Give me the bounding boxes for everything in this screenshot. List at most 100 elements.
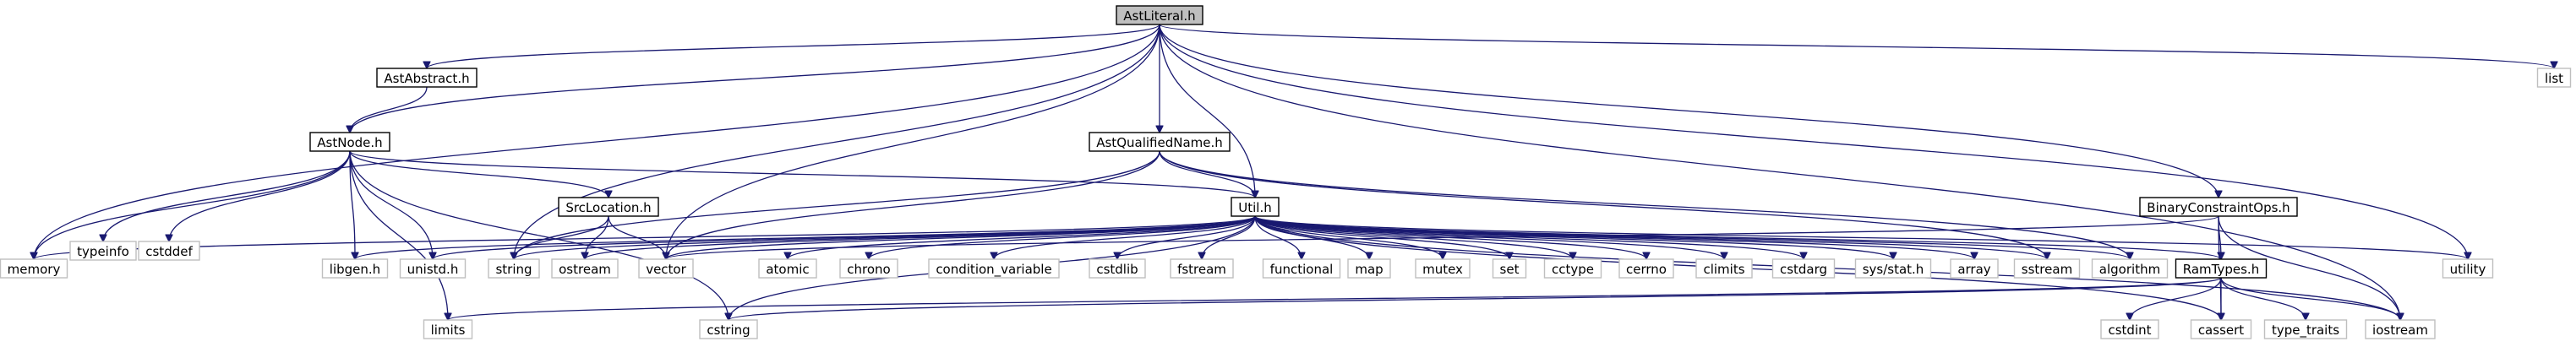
- node-box: [1492, 258, 1527, 279]
- node-box: [2190, 319, 2252, 339]
- node-box: [399, 258, 467, 279]
- edge-astliteral-to-memory: [34, 24, 1160, 259]
- edge-util-to-atomic: [788, 215, 1256, 260]
- node-label: memory: [8, 262, 61, 277]
- node-label: map: [1355, 262, 1383, 277]
- node-box: [1771, 258, 1836, 279]
- node-box: [638, 258, 694, 279]
- node-cerrno: cerrno: [1618, 258, 1674, 279]
- node-sysstat: sys/stat.h: [1854, 258, 1932, 279]
- node-label: set: [1500, 262, 1520, 277]
- node-box: [1089, 132, 1231, 152]
- node-label: cerrno: [1626, 262, 1667, 277]
- node-label: cstddef: [145, 244, 193, 259]
- node-box: [1415, 258, 1471, 279]
- node-label: unistd.h: [407, 262, 459, 277]
- edge-astnode-to-srclocation: [349, 150, 609, 198]
- node-memory: memory: [0, 258, 68, 279]
- node-ramtypes[interactable]: RamTypes.h: [2175, 258, 2268, 279]
- node-label: typeinfo: [77, 244, 129, 259]
- edge-srclocation-to-string: [514, 215, 609, 259]
- node-astnode[interactable]: AstNode.h: [309, 132, 390, 152]
- edge-astliteral-to-string: [514, 24, 1160, 259]
- node-climits: climits: [1695, 258, 1753, 279]
- node-util[interactable]: Util.h: [1231, 197, 1280, 217]
- node-libgen: libgen.h: [321, 258, 389, 279]
- node-label: AstQualifiedName.h: [1096, 135, 1223, 150]
- node-box: [1543, 258, 1602, 279]
- node-label: libgen.h: [330, 262, 380, 277]
- node-cstdint: cstdint: [2100, 319, 2159, 339]
- node-box: [1231, 197, 1280, 217]
- node-srclocation[interactable]: SrcLocation.h: [558, 197, 659, 217]
- edge-binaryconstraintops-to-iostream: [2218, 215, 2400, 320]
- node-box: [1116, 5, 1203, 25]
- node-label: type_traits: [2272, 323, 2339, 339]
- node-limits: limits: [423, 319, 473, 339]
- node-fstream: fstream: [1170, 258, 1234, 279]
- edge-ramtypes-to-limits: [448, 277, 2222, 320]
- node-cassert: cassert: [2190, 319, 2252, 339]
- node-binaryconstraintops[interactable]: BinaryConstraintOps.h: [2139, 197, 2298, 217]
- edge-util-to-condition_variable: [994, 215, 1256, 259]
- node-box: [928, 258, 1060, 279]
- node-astabstract[interactable]: AstAbstract.h: [376, 68, 478, 88]
- edge-util-to-fstream: [1202, 215, 1256, 259]
- edge-astnode-to-util: [349, 150, 1255, 198]
- node-box: [1347, 258, 1391, 279]
- node-astqualifiedname[interactable]: AstQualifiedName.h: [1089, 132, 1231, 152]
- edge-astliteral-to-utility: [1159, 24, 2468, 259]
- edge-ramtypes-to-iostream: [2220, 277, 2400, 320]
- node-box: [2536, 68, 2572, 88]
- edge-util-to-cstdarg: [1254, 215, 1804, 260]
- node-label: vector: [646, 262, 686, 277]
- node-label: limits: [431, 323, 466, 338]
- edge-astliteral-to-binaryconstraintops: [1159, 24, 2219, 198]
- node-label: algorithm: [2099, 262, 2160, 277]
- node-box: [2263, 319, 2348, 339]
- node-label: cstring: [707, 323, 750, 338]
- node-box: [1170, 258, 1234, 279]
- node-box: [0, 258, 68, 279]
- node-label: cctype: [1552, 262, 1594, 277]
- node-box: [1695, 258, 1753, 279]
- edge-astnode-to-memory: [34, 150, 351, 259]
- node-label: AstLiteral.h: [1123, 8, 1195, 24]
- node-chrono: chrono: [839, 258, 898, 279]
- node-label: RamTypes.h: [2183, 262, 2259, 277]
- node-box: [2091, 258, 2169, 279]
- edge-binaryconstraintops-to-vector: [666, 215, 2219, 259]
- node-string: string: [488, 258, 540, 279]
- node-label: mutex: [1422, 262, 1463, 277]
- node-label: Util.h: [1238, 200, 1271, 215]
- node-label: SrcLocation.h: [565, 200, 651, 215]
- node-box: [699, 319, 758, 339]
- node-astliteral[interactable]: AstLiteral.h: [1116, 5, 1203, 25]
- edge-astqualifiedname-to-string: [514, 150, 1160, 259]
- node-box: [2013, 258, 2081, 279]
- node-functional: functional: [1262, 258, 1341, 279]
- node-set: set: [1492, 258, 1527, 279]
- edge-util-to-cstdlib: [1117, 215, 1256, 259]
- edge-astnode-to-unistd: [349, 150, 433, 259]
- node-box: [423, 319, 473, 339]
- node-cctype: cctype: [1543, 258, 1602, 279]
- edge-astqualifiedname-to-algorithm: [1159, 150, 2130, 259]
- edge-astnode-to-libgen: [349, 150, 355, 259]
- node-box: [2442, 258, 2494, 279]
- node-label: AstAbstract.h: [384, 71, 469, 86]
- node-label: array: [1957, 262, 1990, 277]
- node-box: [758, 258, 817, 279]
- node-map: map: [1347, 258, 1391, 279]
- node-box: [1262, 258, 1341, 279]
- node-label: atomic: [766, 262, 809, 277]
- node-list: list: [2536, 68, 2572, 88]
- node-utility: utility: [2442, 258, 2494, 279]
- edge-astliteral-to-vector: [666, 24, 1160, 259]
- node-box: [1089, 258, 1146, 279]
- edge-astliteral-to-list: [1159, 24, 2554, 68]
- node-box: [551, 258, 619, 279]
- node-label: functional: [1270, 262, 1334, 277]
